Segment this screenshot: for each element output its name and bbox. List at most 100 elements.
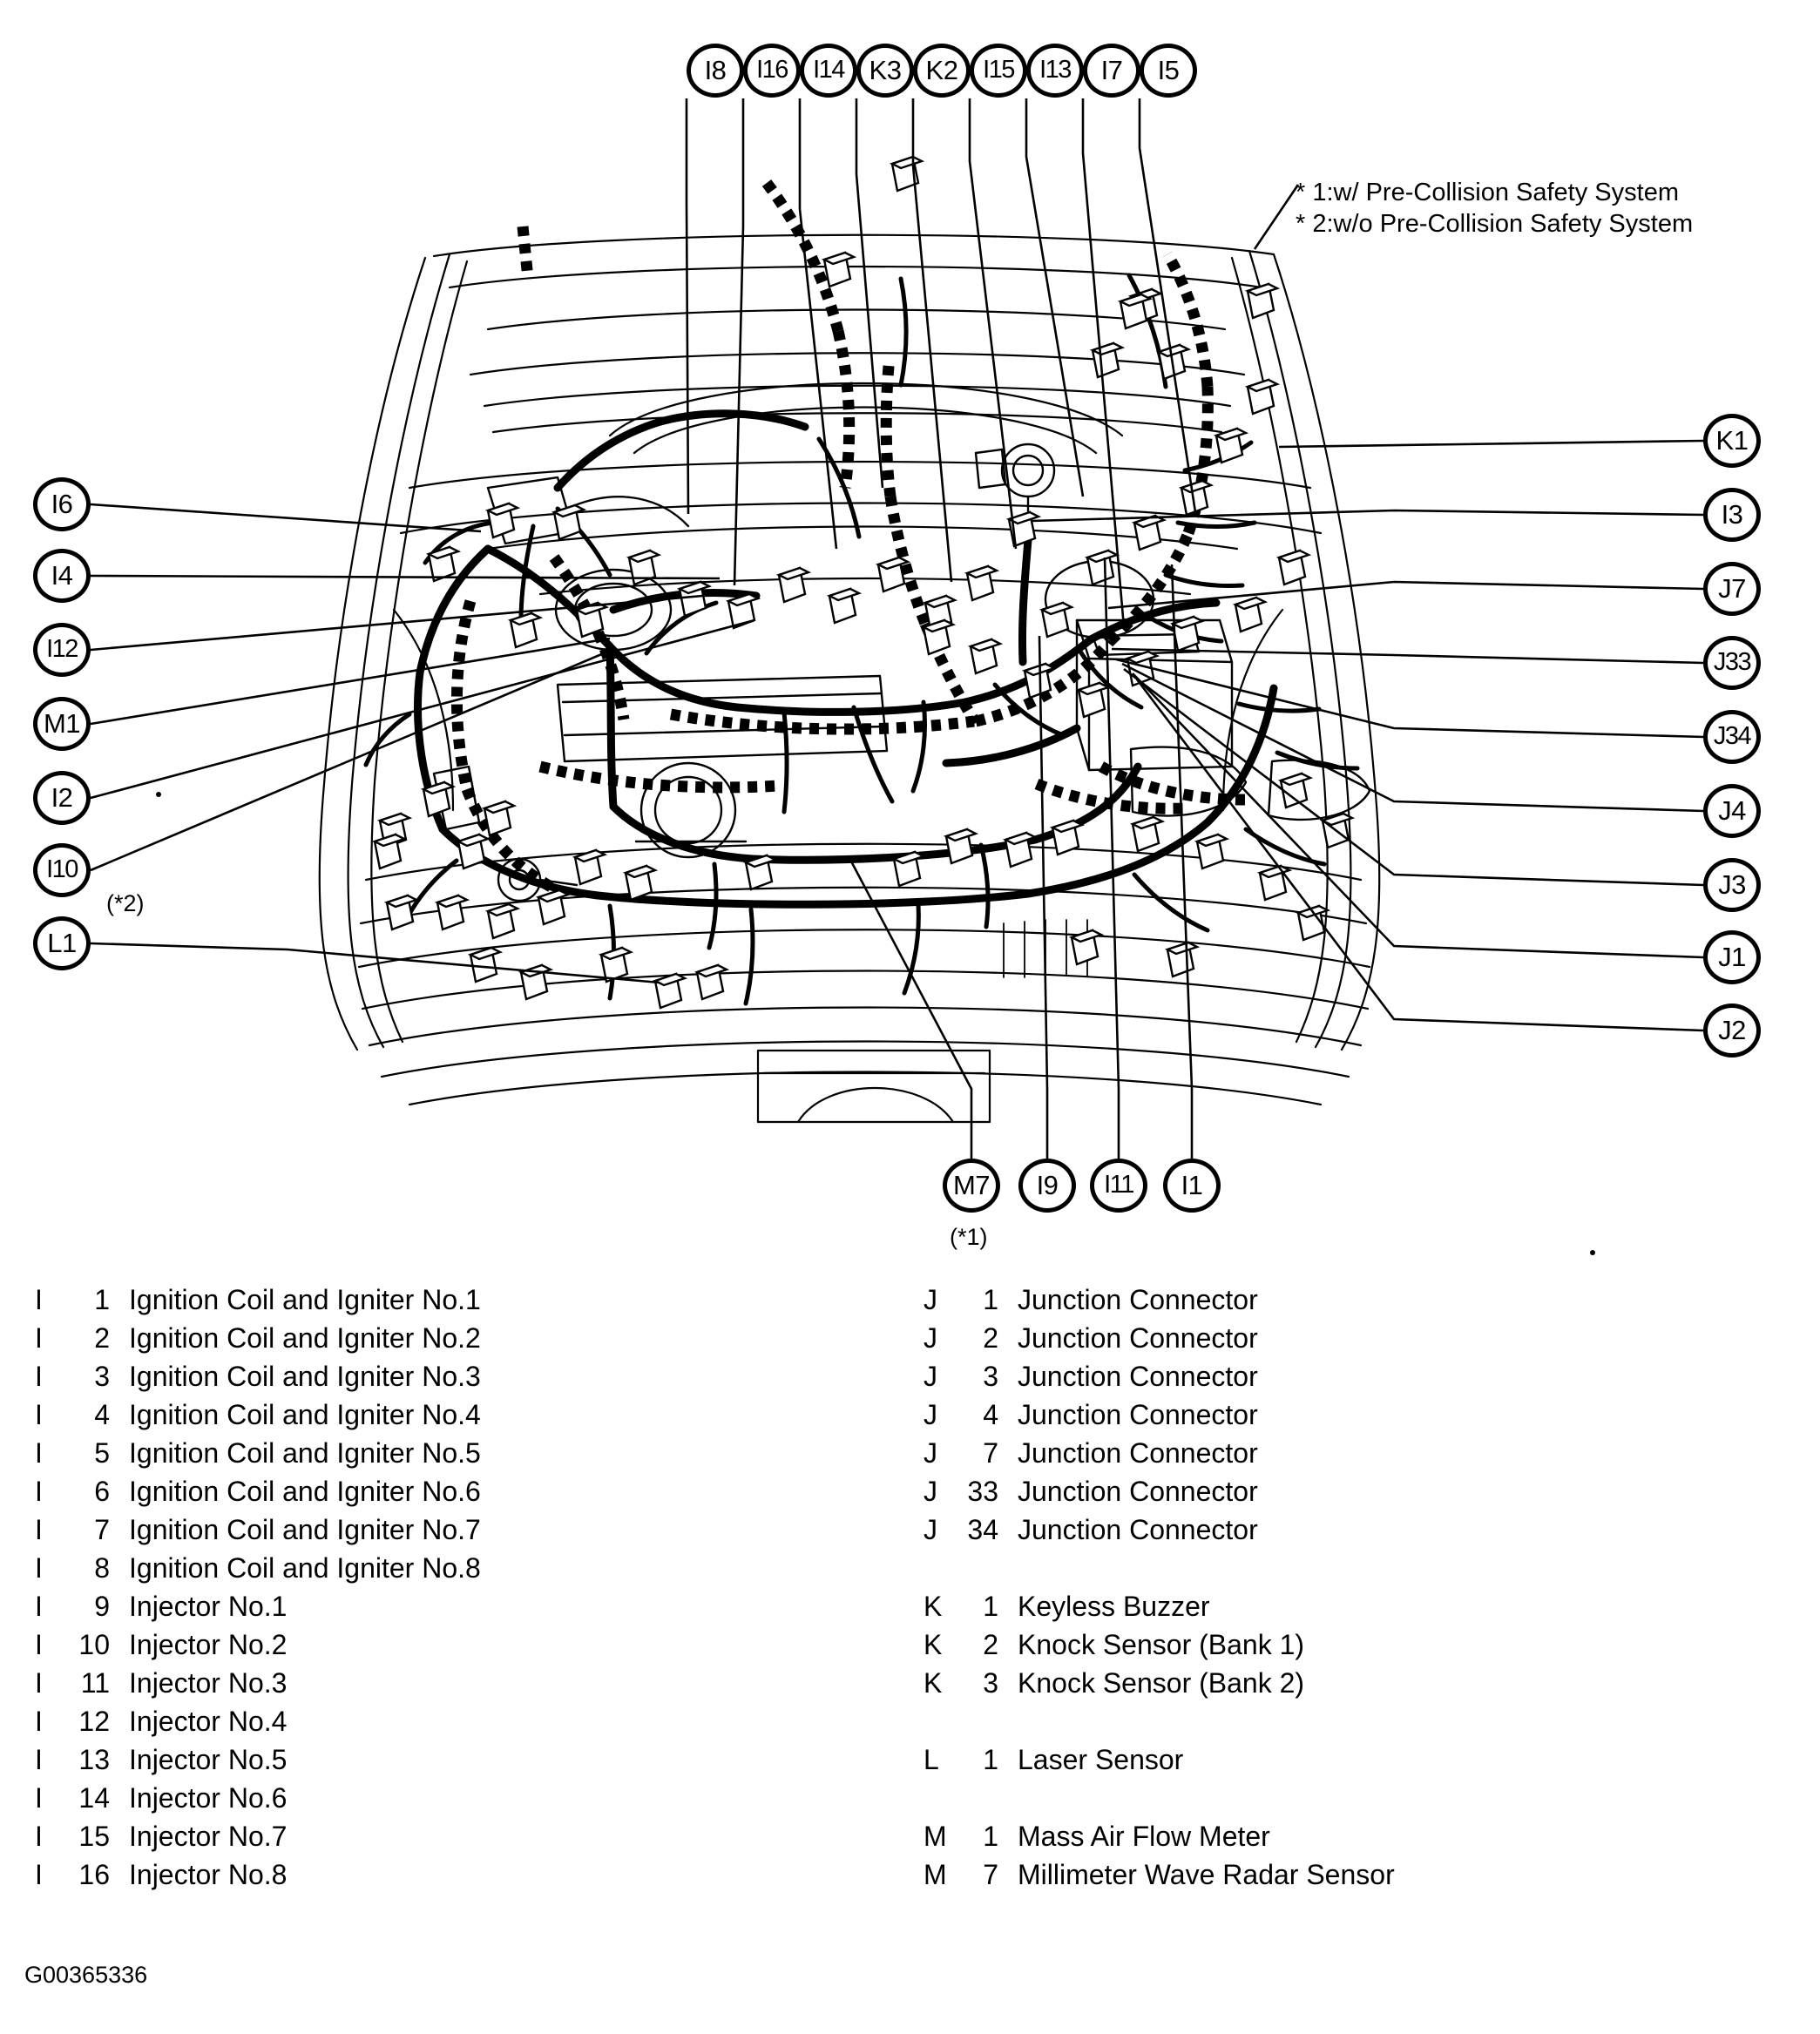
callout-label: I13	[1039, 55, 1072, 84]
callout-label: J7	[1718, 572, 1746, 604]
legend-description: Keyless Buzzer	[1018, 1591, 1210, 1622]
legend-letter: J	[924, 1514, 937, 1545]
legend-letter: I	[35, 1821, 43, 1852]
pre-collision-note-line-2: * 2:w/o Pre-Collision Safety System	[1296, 210, 1694, 238]
callout-label: M7	[952, 1169, 991, 1200]
legend-description: Injector No.6	[129, 1782, 288, 1814]
legend-description: Knock Sensor (Bank 1)	[1018, 1629, 1305, 1660]
callout-bubble-i7[interactable]: I7	[1083, 44, 1140, 98]
legend-number: 9	[94, 1591, 110, 1622]
callout-bubble-i5[interactable]: I5	[1140, 44, 1197, 98]
legend-description: Injector No.1	[129, 1591, 288, 1622]
legend-number: 2	[983, 1629, 998, 1660]
callout-bubble-j4[interactable]: J4	[1703, 784, 1761, 838]
legend-number: 33	[967, 1476, 998, 1507]
callout-bubble-j7[interactable]: J7	[1703, 562, 1761, 616]
callout-label: I14	[813, 55, 845, 84]
legend-number: 5	[94, 1437, 110, 1469]
legend-description: Ignition Coil and Igniter No.6	[129, 1476, 481, 1507]
callout-bubble-j34[interactable]: J34	[1703, 710, 1761, 764]
callout-label: J33	[1713, 647, 1752, 676]
callout-bubble-i4[interactable]: I4	[33, 549, 91, 603]
callout-bubble-k3[interactable]: K3	[856, 44, 914, 98]
callout-bubble-i11[interactable]: I11	[1090, 1159, 1147, 1213]
legend-number: 11	[80, 1667, 110, 1699]
callout-footnote-m7: (*1)	[950, 1224, 988, 1250]
callout-bubble-i16[interactable]: I16	[743, 44, 801, 98]
callout-bubble-j3[interactable]: J3	[1703, 858, 1761, 912]
legend-letter: J	[924, 1322, 937, 1354]
legend-description: Junction Connector	[1018, 1437, 1258, 1469]
callout-bubble-k1[interactable]: K1	[1703, 414, 1761, 468]
legend-description: Millimeter Wave Radar Sensor	[1018, 1859, 1395, 1890]
scan-specks	[156, 792, 1595, 1255]
harness-connectors	[371, 155, 1356, 1010]
callout-bubble-i13[interactable]: I13	[1026, 44, 1084, 98]
callout-bubble-j2[interactable]: J2	[1703, 1003, 1761, 1058]
legend-number: 1	[983, 1591, 998, 1622]
legend-letter: I	[35, 1322, 43, 1354]
callout-bubble-m1[interactable]: M1	[33, 697, 91, 751]
pre-collision-note-line-1: * 1:w/ Pre-Collision Safety System	[1296, 179, 1679, 206]
callout-label: J3	[1718, 868, 1746, 900]
legend-letter: K	[924, 1667, 943, 1699]
legend-description: Injector No.5	[129, 1744, 288, 1775]
callout-label: I1	[1181, 1169, 1203, 1200]
legend-letter: I	[35, 1629, 43, 1660]
legend-description: Injector No.2	[129, 1629, 288, 1660]
legend-number: 16	[78, 1859, 110, 1890]
callout-bubble-i14[interactable]: I14	[800, 44, 857, 98]
callout-label: I6	[51, 488, 73, 519]
legend-description: Junction Connector	[1018, 1361, 1258, 1392]
legend-row: K 3 Knock Sensor (Bank 2)	[924, 1664, 1751, 1702]
legend-description: Ignition Coil and Igniter No.5	[129, 1437, 481, 1469]
callout-label: I5	[1157, 54, 1180, 85]
legend-number: 14	[78, 1782, 110, 1814]
legend-letter: J	[924, 1399, 937, 1430]
legend-number: 7	[983, 1437, 998, 1469]
callout-bubble-i12[interactable]: I12	[33, 623, 91, 677]
legend-number: 2	[94, 1322, 110, 1354]
callout-bubble-i8[interactable]: I8	[687, 44, 744, 98]
legend-letter: I	[35, 1667, 43, 1699]
callout-bubble-i9[interactable]: I9	[1018, 1159, 1076, 1213]
legend-description: Knock Sensor (Bank 2)	[1018, 1667, 1305, 1699]
legend-number: 4	[94, 1399, 110, 1430]
legend-number: 3	[983, 1361, 998, 1392]
callout-bubble-i3[interactable]: I3	[1703, 488, 1761, 542]
callout-bubble-j33[interactable]: J33	[1703, 636, 1761, 690]
callout-bubble-l1[interactable]: L1	[33, 916, 91, 970]
callout-label: L1	[47, 927, 77, 958]
callout-label: J34	[1713, 721, 1752, 750]
callout-label: M1	[43, 707, 81, 739]
callout-bubble-i15[interactable]: I15	[970, 44, 1027, 98]
legend-number: 6	[94, 1476, 110, 1507]
callout-bubble-i6[interactable]: I6	[33, 477, 91, 531]
legend-number: 3	[983, 1667, 998, 1699]
callout-bubble-i1[interactable]: I1	[1163, 1159, 1221, 1213]
callout-bubble-j1[interactable]: J1	[1703, 930, 1761, 984]
callout-bubble-m7[interactable]: M7	[943, 1159, 1000, 1213]
engine-compartment-illustration: * 1:w/ Pre-Collision Safety System * 2:w…	[33, 44, 1761, 1255]
legend-number: 4	[983, 1399, 998, 1430]
legend-letter: I	[35, 1437, 43, 1469]
callout-bubble-k2[interactable]: K2	[913, 44, 971, 98]
callout-bubble-i10[interactable]: I10	[33, 843, 91, 897]
callout-label: I9	[1036, 1169, 1059, 1200]
callout-bubble-i2[interactable]: I2	[33, 771, 91, 825]
callout-label: I3	[1721, 498, 1743, 530]
